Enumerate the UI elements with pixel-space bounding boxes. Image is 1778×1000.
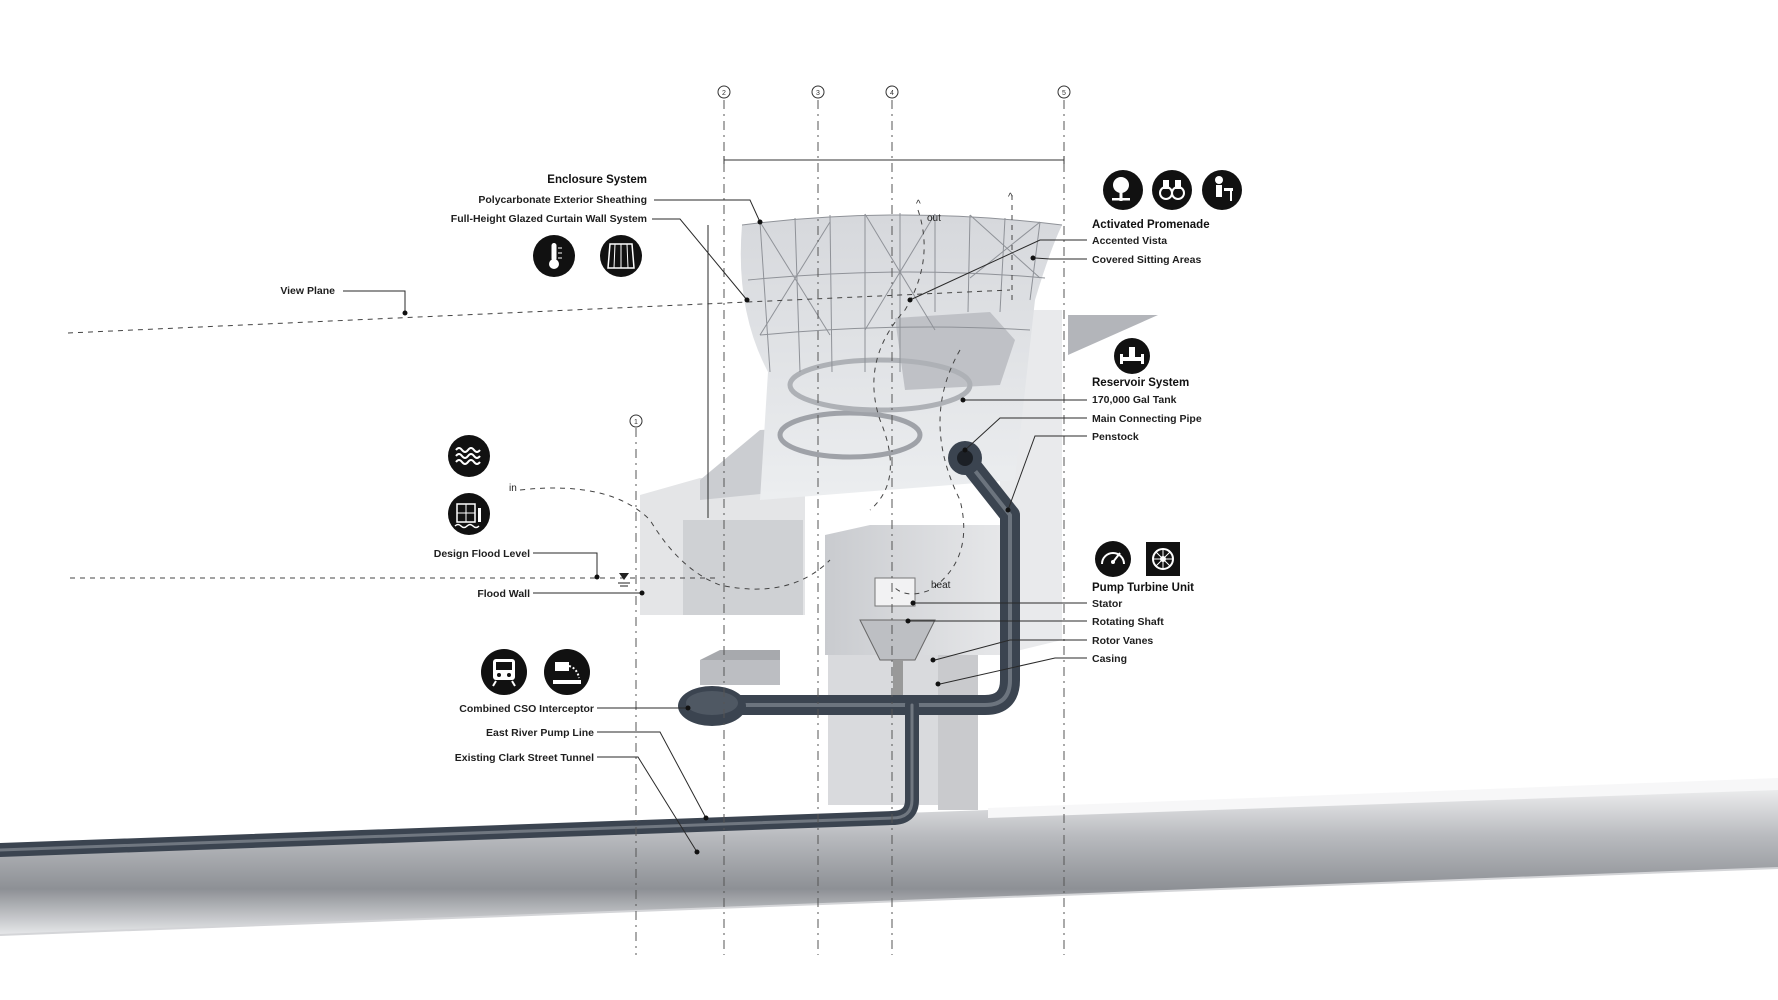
label-main-pipe: Main Connecting Pipe bbox=[1092, 413, 1202, 425]
turbine-labels: Pump Turbine Unit Stator Rotating Shaft … bbox=[1092, 582, 1194, 665]
grid-label: 4 bbox=[890, 90, 894, 97]
label-accented-vista: Accented Vista bbox=[1092, 235, 1167, 247]
heat-path bbox=[891, 349, 965, 595]
flow-out-arrow-right: ^ bbox=[1008, 192, 1013, 203]
flow-out-label: out bbox=[927, 213, 941, 224]
structural-grid bbox=[635, 100, 1065, 955]
flow-heat-label: heat bbox=[931, 580, 951, 591]
enclosure-title: Enclosure System bbox=[547, 174, 647, 186]
waves-icon bbox=[448, 435, 490, 477]
label-rotor-vanes: Rotor Vanes bbox=[1092, 635, 1153, 647]
turbine-title: Pump Turbine Unit bbox=[1092, 582, 1194, 594]
flow-out-arrow: ^ bbox=[916, 199, 921, 210]
person-bench-icon bbox=[1202, 170, 1242, 210]
grid-bubbles: 1 2 3 4 5 bbox=[629, 85, 1071, 428]
flood-labels: Design Flood Level Flood Wall bbox=[434, 548, 530, 600]
tank-pipe-icon bbox=[1114, 338, 1150, 374]
label-clark-street-tunnel: Existing Clark Street Tunnel bbox=[455, 752, 594, 764]
gauge-icon bbox=[1095, 541, 1131, 577]
flow-in-label: in bbox=[509, 483, 517, 494]
reservoir-title: Reservoir System bbox=[1092, 377, 1189, 389]
flood-level-marker bbox=[618, 573, 630, 587]
grid-label: 2 bbox=[722, 90, 726, 97]
building-flood-icon bbox=[448, 493, 490, 535]
airflow-out-path bbox=[869, 209, 925, 511]
thermometer-icon bbox=[533, 235, 575, 277]
label-tank: 170,000 Gal Tank bbox=[1092, 394, 1177, 406]
turbine-icon bbox=[1146, 542, 1180, 576]
label-east-river-pump-line: East River Pump Line bbox=[486, 727, 594, 739]
leader-lines bbox=[343, 199, 1087, 855]
promenade-labels: Activated Promenade Accented Vista Cover… bbox=[1092, 219, 1210, 266]
label-stator: Stator bbox=[1092, 598, 1122, 610]
tree-bench-icon bbox=[1103, 170, 1143, 210]
grid-label: 5 bbox=[1062, 90, 1066, 97]
infrastructure-labels: Combined CSO Interceptor East River Pump… bbox=[455, 703, 594, 764]
promenade-title: Activated Promenade bbox=[1092, 219, 1210, 231]
reservoir-labels: Reservoir System 170,000 Gal Tank Main C… bbox=[1092, 377, 1202, 443]
label-polycarbonate: Polycarbonate Exterior Sheathing bbox=[478, 194, 647, 206]
subway-train-icon bbox=[481, 649, 527, 695]
label-flood-wall: Flood Wall bbox=[477, 588, 530, 600]
label-casing: Casing bbox=[1092, 653, 1127, 665]
enclosure-labels: Enclosure System Polycarbonate Exterior … bbox=[451, 174, 647, 225]
binoculars-icon bbox=[1152, 170, 1192, 210]
grid-label: 1 bbox=[634, 419, 638, 426]
curtain-icon bbox=[600, 235, 642, 277]
clark-street-tunnel bbox=[0, 778, 1778, 936]
label-covered-sitting: Covered Sitting Areas bbox=[1092, 254, 1201, 266]
label-penstock: Penstock bbox=[1092, 431, 1139, 443]
sewer-outfall-icon bbox=[544, 649, 590, 695]
label-curtain-wall: Full-Height Glazed Curtain Wall System bbox=[451, 213, 647, 225]
building-section bbox=[640, 215, 1158, 810]
view-plane-line bbox=[67, 289, 1011, 334]
label-cso-interceptor: Combined CSO Interceptor bbox=[459, 703, 594, 715]
airflow-in-path bbox=[519, 487, 831, 590]
label-design-flood-level: Design Flood Level bbox=[434, 548, 530, 560]
pump-line-drop bbox=[0, 698, 919, 857]
label-rotating-shaft: Rotating Shaft bbox=[1092, 616, 1164, 628]
label-view-plane: View Plane bbox=[280, 285, 335, 297]
grid-label: 3 bbox=[816, 90, 820, 97]
